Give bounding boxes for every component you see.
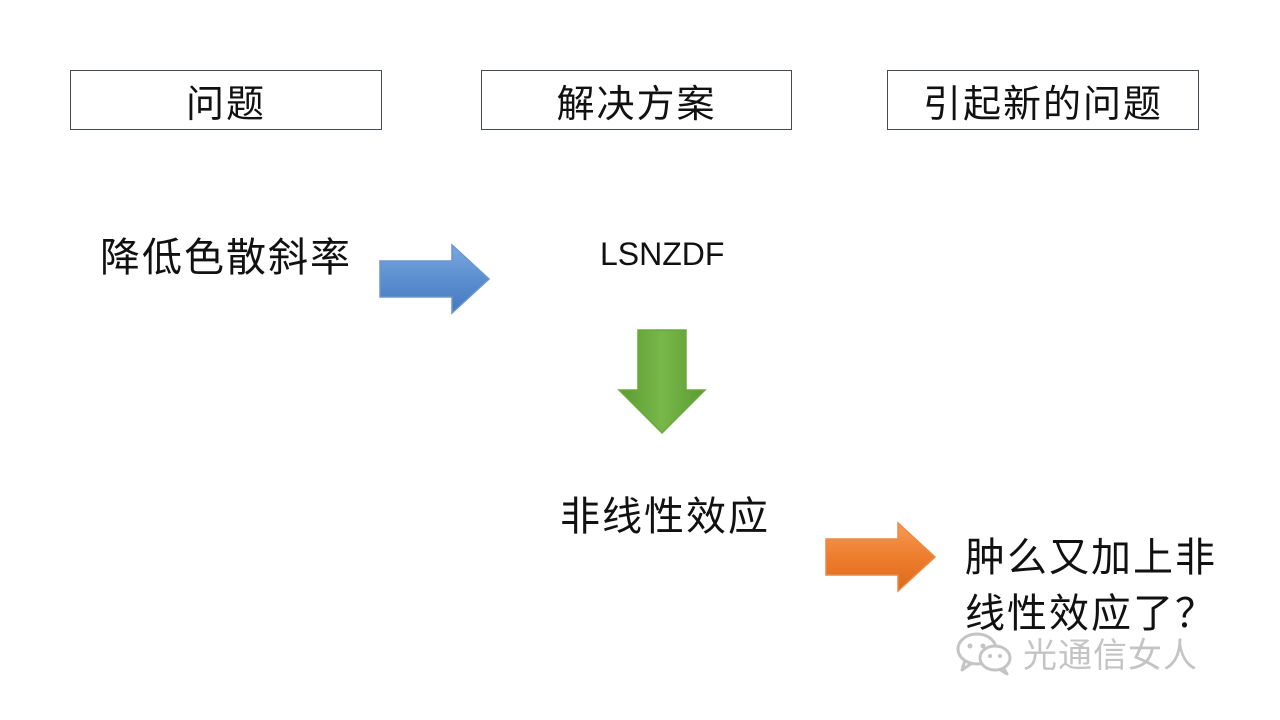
wechat-icon [956,632,1012,675]
header-solution-box: 解决方案 [481,70,792,130]
solution-text: LSNZDF [600,236,725,272]
header-solution-label: 解决方案 [556,81,717,126]
new-problem-text: 非线性效应 [560,494,770,540]
header-problem-label: 问题 [185,81,266,126]
question-text: 肿么又加上非线性效应了？ [965,535,1217,637]
header-new-problem-label: 引起新的问题 [922,81,1163,126]
right-arrow-icon [825,521,937,593]
right-arrow-icon [379,243,491,315]
header-new-problem-box: 引起新的问题 [887,70,1199,130]
problem-text: 降低色散斜率 [100,235,352,281]
watermark-text: 光通信女人 [1023,636,1198,676]
header-problem-box: 问题 [70,70,382,130]
down-arrow-icon [617,329,707,435]
watermark: 光通信女人 [955,628,1198,677]
